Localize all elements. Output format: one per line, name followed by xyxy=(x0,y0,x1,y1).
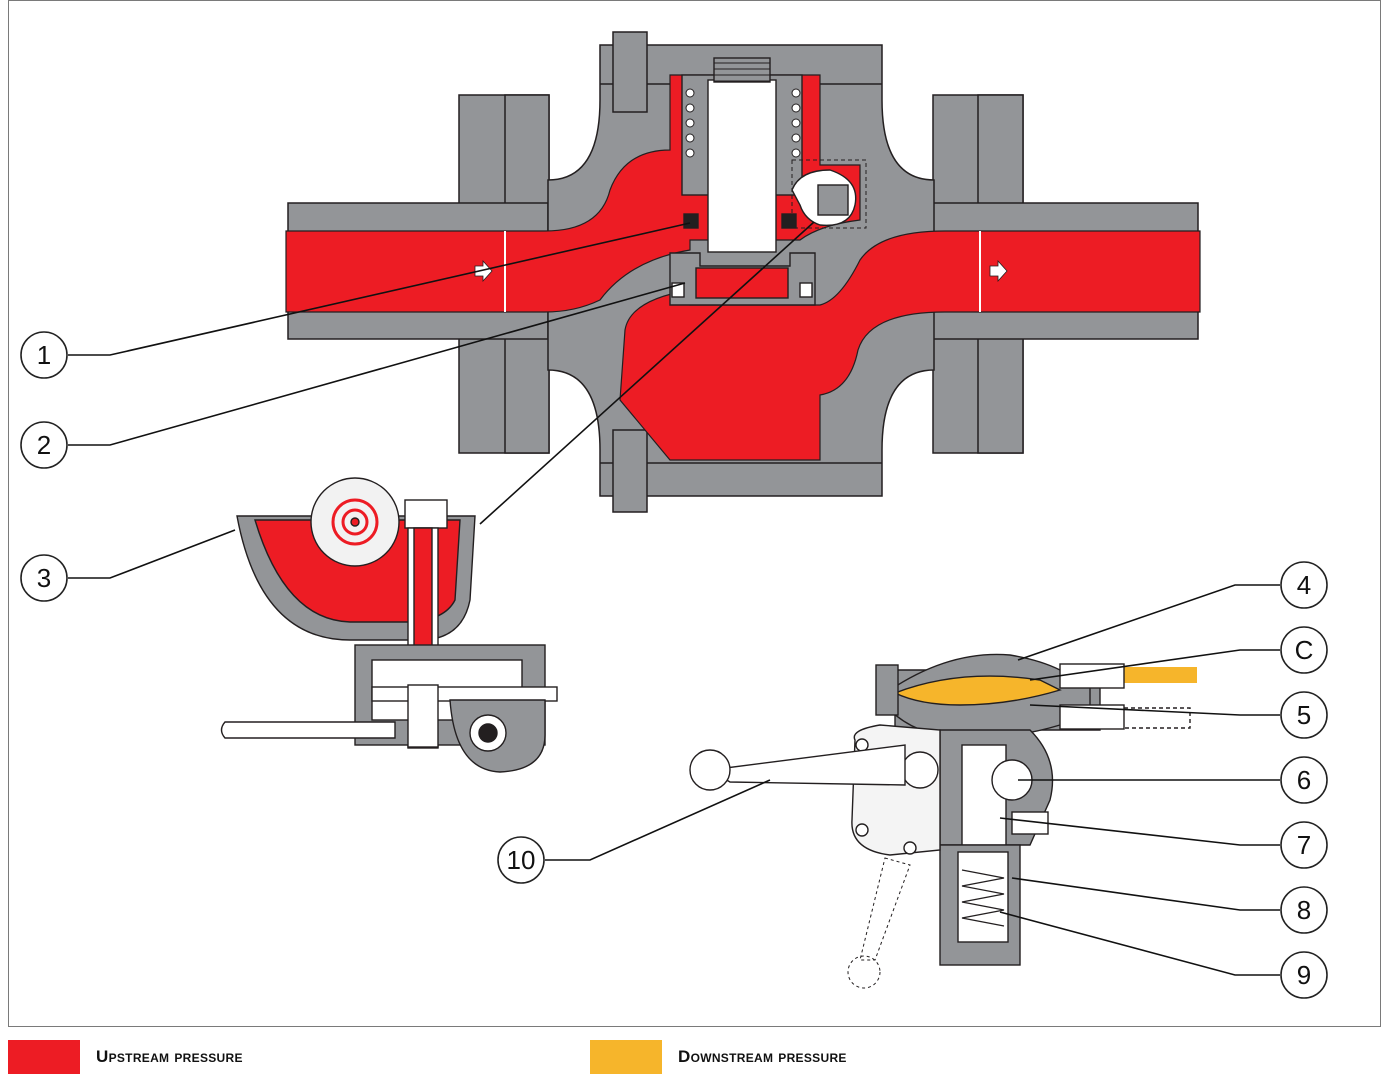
callout-9: 9 xyxy=(1280,951,1328,999)
svg-text:C: C xyxy=(1295,635,1314,665)
legend-downstream-label: Downstream pressure xyxy=(678,1047,847,1066)
callout-1: 1 xyxy=(20,331,68,379)
callout-C: C xyxy=(1280,626,1328,674)
pilot-assembly xyxy=(689,653,1197,989)
svg-text:8: 8 xyxy=(1297,895,1311,925)
svg-text:5: 5 xyxy=(1297,700,1311,730)
legend-downstream: Downstream pressure xyxy=(590,1040,847,1074)
callout-7: 7 xyxy=(1280,821,1328,869)
legend-upstream: Upstream pressure xyxy=(8,1040,243,1074)
callout-10: 10 xyxy=(497,836,545,884)
callout-4: 4 xyxy=(1280,561,1328,609)
detail-cam-view xyxy=(220,477,558,773)
legend-downstream-swatch xyxy=(590,1040,662,1074)
svg-text:2: 2 xyxy=(37,430,51,460)
callout-3: 3 xyxy=(20,554,68,602)
svg-text:4: 4 xyxy=(1297,570,1311,600)
callout-2: 2 xyxy=(20,421,68,469)
svg-text:6: 6 xyxy=(1297,765,1311,795)
valve-cross-section-diagram: 1 2 3 4 C 5 6 7 8 9 10 xyxy=(20,31,1328,999)
callout-8: 8 xyxy=(1280,886,1328,934)
callout-6: 6 xyxy=(1280,756,1328,804)
svg-text:9: 9 xyxy=(1297,960,1311,990)
svg-text:7: 7 xyxy=(1297,830,1311,860)
svg-text:1: 1 xyxy=(37,340,51,370)
callout-5: 5 xyxy=(1280,691,1328,739)
svg-text:10: 10 xyxy=(507,845,536,875)
legend-upstream-label: Upstream pressure xyxy=(96,1047,243,1066)
diagram-frame xyxy=(8,0,1381,1027)
svg-text:3: 3 xyxy=(37,563,51,593)
legend-upstream-swatch xyxy=(8,1040,80,1074)
valve-internals xyxy=(669,57,867,306)
leader-lines xyxy=(68,221,1280,976)
